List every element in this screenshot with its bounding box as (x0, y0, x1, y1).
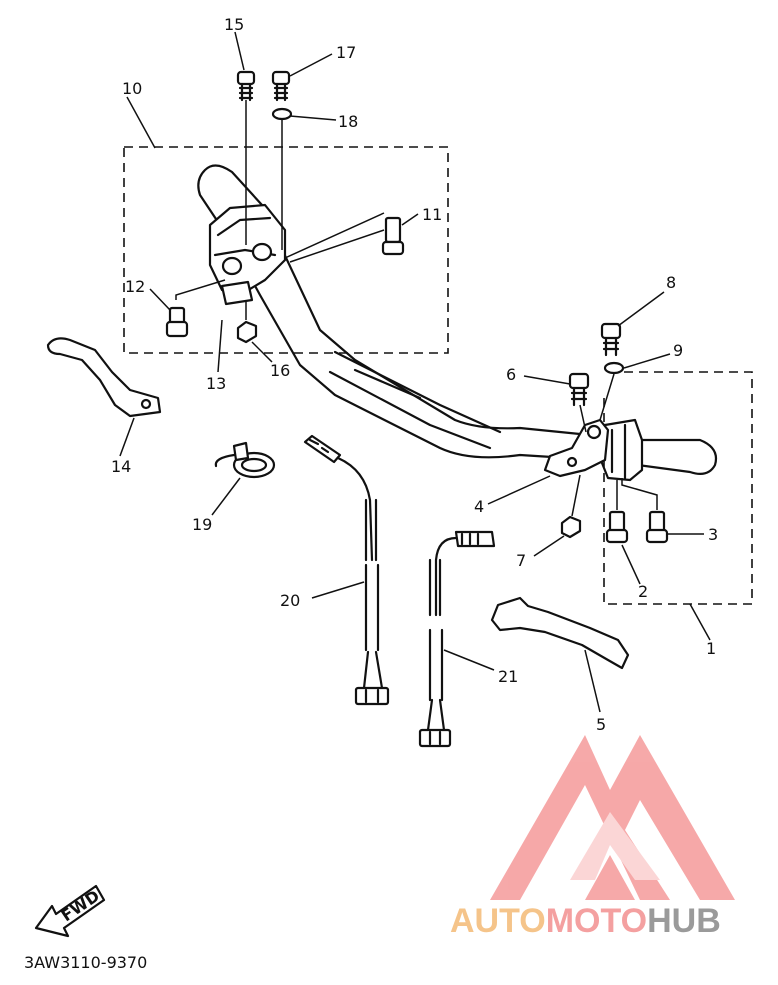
screw-17-icon (271, 70, 291, 102)
part-label-10[interactable]: 10 (122, 79, 142, 98)
fwd-label: FWD (58, 886, 103, 925)
switch-lead-20 (303, 434, 390, 706)
watermark-auto: AUTO (450, 902, 546, 940)
screw-6-icon (568, 372, 590, 433)
part-label-6[interactable]: 6 (506, 365, 516, 384)
part-label-21[interactable]: 21 (498, 667, 518, 686)
part-label-5[interactable]: 5 (596, 715, 606, 734)
screw-3-icon (621, 478, 669, 544)
watermark-moto: MOTO (546, 902, 647, 940)
clamp-19-icon (214, 441, 276, 479)
part-number-labels: 10 15 17 18 11 12 13 16 14 19 20 21 5 8 … (111, 15, 718, 734)
left-switch-assembly (208, 203, 287, 306)
clutch-lever-14 (46, 337, 162, 418)
part-label-13[interactable]: 13 (206, 374, 226, 393)
screw-8-icon (600, 322, 622, 357)
washer-18-icon (271, 107, 293, 250)
watermark-hub: HUB (647, 902, 721, 940)
part-label-11[interactable]: 11 (422, 205, 442, 224)
leader-lines (119, 31, 711, 713)
brake-lever-5 (490, 596, 630, 670)
nut-7-icon (560, 474, 582, 539)
watermark-logo-icon (490, 735, 735, 900)
switch-lead-21 (418, 530, 496, 748)
part-label-18[interactable]: 18 (338, 112, 358, 131)
part-label-4[interactable]: 4 (474, 497, 484, 516)
part-label-7[interactable]: 7 (516, 551, 526, 570)
washer-9-icon (599, 361, 625, 421)
right-switch-assembly (598, 418, 644, 482)
left-switch-group-box (123, 146, 449, 354)
part-label-15[interactable]: 15 (224, 15, 244, 34)
part-label-3[interactable]: 3 (708, 525, 718, 544)
brake-lever-holder-4 (543, 418, 610, 478)
nut-16-icon (236, 300, 258, 344)
screw-15-icon (236, 70, 256, 245)
part-label-8[interactable]: 8 (666, 273, 676, 292)
part-label-1[interactable]: 1 (706, 639, 716, 658)
svg-text:AUTOMOTOHUB: AUTOMOTOHUB (450, 902, 721, 940)
part-label-14[interactable]: 14 (111, 457, 131, 476)
right-switch-group-box (603, 371, 753, 605)
part-label-16[interactable]: 16 (270, 361, 290, 380)
part-label-20[interactable]: 20 (280, 591, 300, 610)
screw-11-icon (284, 212, 405, 263)
screw-12-icon (165, 279, 226, 338)
part-label-9[interactable]: 9 (673, 341, 683, 360)
part-label-12[interactable]: 12 (125, 277, 145, 296)
watermark-text: AUTOMOTOHUB (450, 902, 721, 940)
drawing-code: 3AW3110-9370 (24, 953, 147, 972)
handlebar (197, 164, 718, 475)
fwd-arrow-icon: FWD (34, 884, 106, 938)
part-label-17[interactable]: 17 (336, 43, 356, 62)
screw-2-icon (605, 480, 629, 544)
part-label-19[interactable]: 19 (192, 515, 212, 534)
part-label-2[interactable]: 2 (638, 582, 648, 601)
